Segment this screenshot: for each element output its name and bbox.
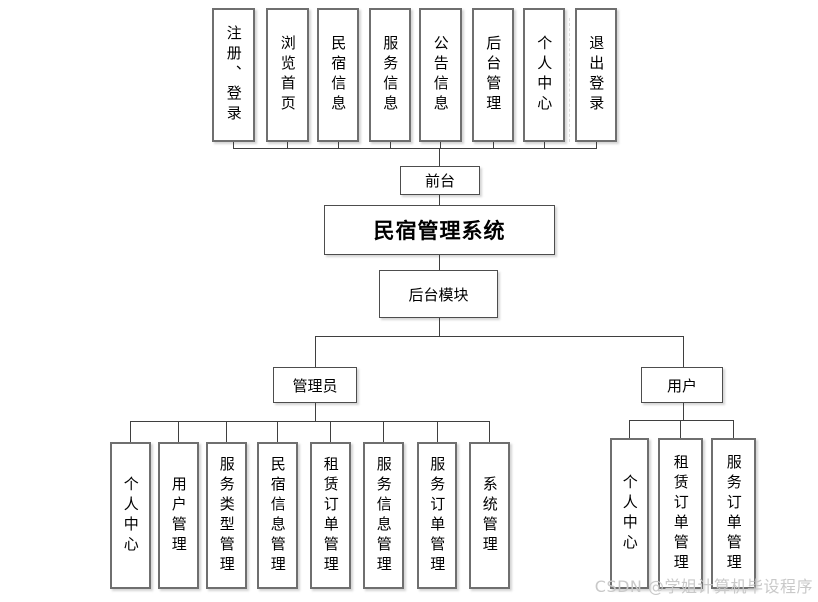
connector-line [683,403,684,420]
node-service-info-label: 服务信息 [381,35,400,115]
connector-line [315,336,316,367]
connector-line [315,403,316,421]
connector-line [596,142,597,148]
user-rental-order-manage-label: 租赁订单管理 [671,453,690,574]
node-announcement-info-label: 公告信息 [431,35,450,115]
admin-service-order-manage: 服务订单管理 [417,442,457,589]
connector-line [330,421,331,442]
connector-line [233,148,597,149]
connector-line [130,421,490,422]
node-back-module-label: 后台模块 [408,285,469,304]
admin-service-type-manage-label: 服务类型管理 [217,455,236,576]
node-root-system-label: 民宿管理系统 [373,219,506,243]
admin-rental-order-manage: 租赁订单管理 [310,442,351,589]
user-personal-center: 个人中心 [610,438,649,589]
connector-line [390,142,391,148]
dotted-divider-line [569,18,570,142]
admin-personal-center-label: 个人中心 [121,475,140,556]
node-admin-role-label: 管理员 [292,376,338,395]
connector-line [629,420,630,438]
admin-personal-center: 个人中心 [110,442,151,589]
user-service-order-manage: 服务订单管理 [711,438,756,589]
admin-system-manage: 系统管理 [469,442,510,589]
node-root-system: 民宿管理系统 [324,205,555,255]
connector-line [130,421,131,442]
node-backend-manage-label: 后台管理 [484,35,503,115]
connector-line [383,421,384,442]
connector-line [226,421,227,442]
connector-line [287,142,288,148]
connector-line [489,421,490,442]
admin-system-manage-label: 系统管理 [480,475,499,556]
node-backend-manage: 后台管理 [472,8,514,142]
node-browse-home-label: 浏览首页 [278,35,297,115]
admin-service-type-manage: 服务类型管理 [206,442,247,589]
connector-line [680,420,681,438]
connector-line [439,195,440,205]
node-register-login-label: 注册、登录 [224,25,243,125]
admin-rental-order-manage-label: 租赁订单管理 [321,455,340,576]
node-homestay-info: 民宿信息 [317,8,359,142]
connector-line [439,255,440,270]
node-personal-center-label: 个人中心 [535,35,554,115]
connector-line [233,142,234,148]
connector-line [178,421,179,442]
node-front-group-label: 前台 [424,172,455,190]
connector-line [493,142,494,148]
node-homestay-info-label: 民宿信息 [329,35,348,115]
admin-user-manage-label: 用户管理 [169,475,188,556]
admin-homestay-info-manage-label: 民宿信息管理 [268,455,287,576]
admin-user-manage: 用户管理 [158,442,199,589]
connector-line [439,318,440,336]
node-register-login: 注册、登录 [212,8,255,142]
node-browse-home: 浏览首页 [266,8,309,142]
node-logout: 退出登录 [575,8,617,142]
node-logout-label: 退出登录 [587,35,606,115]
user-personal-center-label: 个人中心 [620,473,639,554]
connector-line [437,421,438,442]
connector-line [277,421,278,442]
node-service-info: 服务信息 [369,8,411,142]
connector-line [733,420,734,438]
connector-line [439,148,440,166]
admin-homestay-info-manage: 民宿信息管理 [257,442,298,589]
admin-service-info-manage-label: 服务信息管理 [374,455,393,576]
connector-line [629,420,734,421]
user-service-order-manage-label: 服务订单管理 [724,453,743,574]
watermark: CSDN @学姐计算机毕设程序 [594,577,813,596]
node-back-module: 后台模块 [379,270,498,318]
node-admin-role: 管理员 [273,367,357,403]
connector-line [683,336,684,367]
connector-line [315,336,683,337]
connector-line [338,142,339,148]
node-user-role: 用户 [641,367,723,403]
admin-service-order-manage-label: 服务订单管理 [428,455,447,576]
connector-line [440,142,441,148]
user-rental-order-manage: 租赁订单管理 [658,438,703,589]
admin-service-info-manage: 服务信息管理 [363,442,404,589]
node-user-role-label: 用户 [666,376,697,395]
node-front-group: 前台 [400,166,480,195]
node-personal-center: 个人中心 [523,8,565,142]
connector-line [544,142,545,148]
node-announcement-info: 公告信息 [419,8,462,142]
